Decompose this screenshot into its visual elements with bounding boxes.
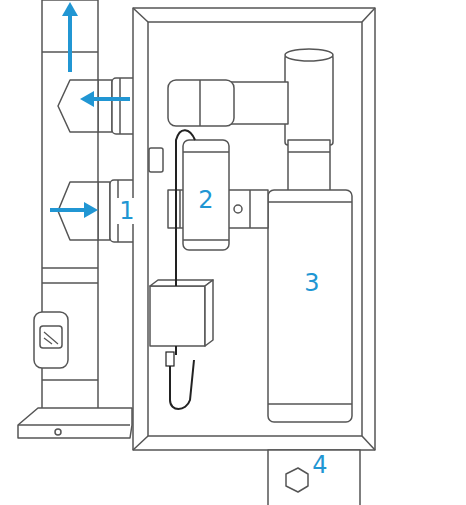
callout-number: 2: [196, 187, 215, 213]
flow-arrows: [50, 2, 130, 218]
power-supply: [150, 286, 205, 346]
callout-number: 4: [310, 452, 329, 478]
bottom-cylinder: [268, 450, 360, 505]
drain-nut: [286, 468, 308, 492]
callout-number: 1: [117, 198, 136, 224]
filter-tank: [268, 190, 352, 422]
inspection-box: [34, 312, 68, 368]
base-plate: [18, 408, 132, 438]
upper-tee: [98, 80, 112, 132]
uv-unit: [183, 140, 229, 250]
housing: [133, 8, 375, 450]
callout-number: 3: [302, 270, 321, 296]
